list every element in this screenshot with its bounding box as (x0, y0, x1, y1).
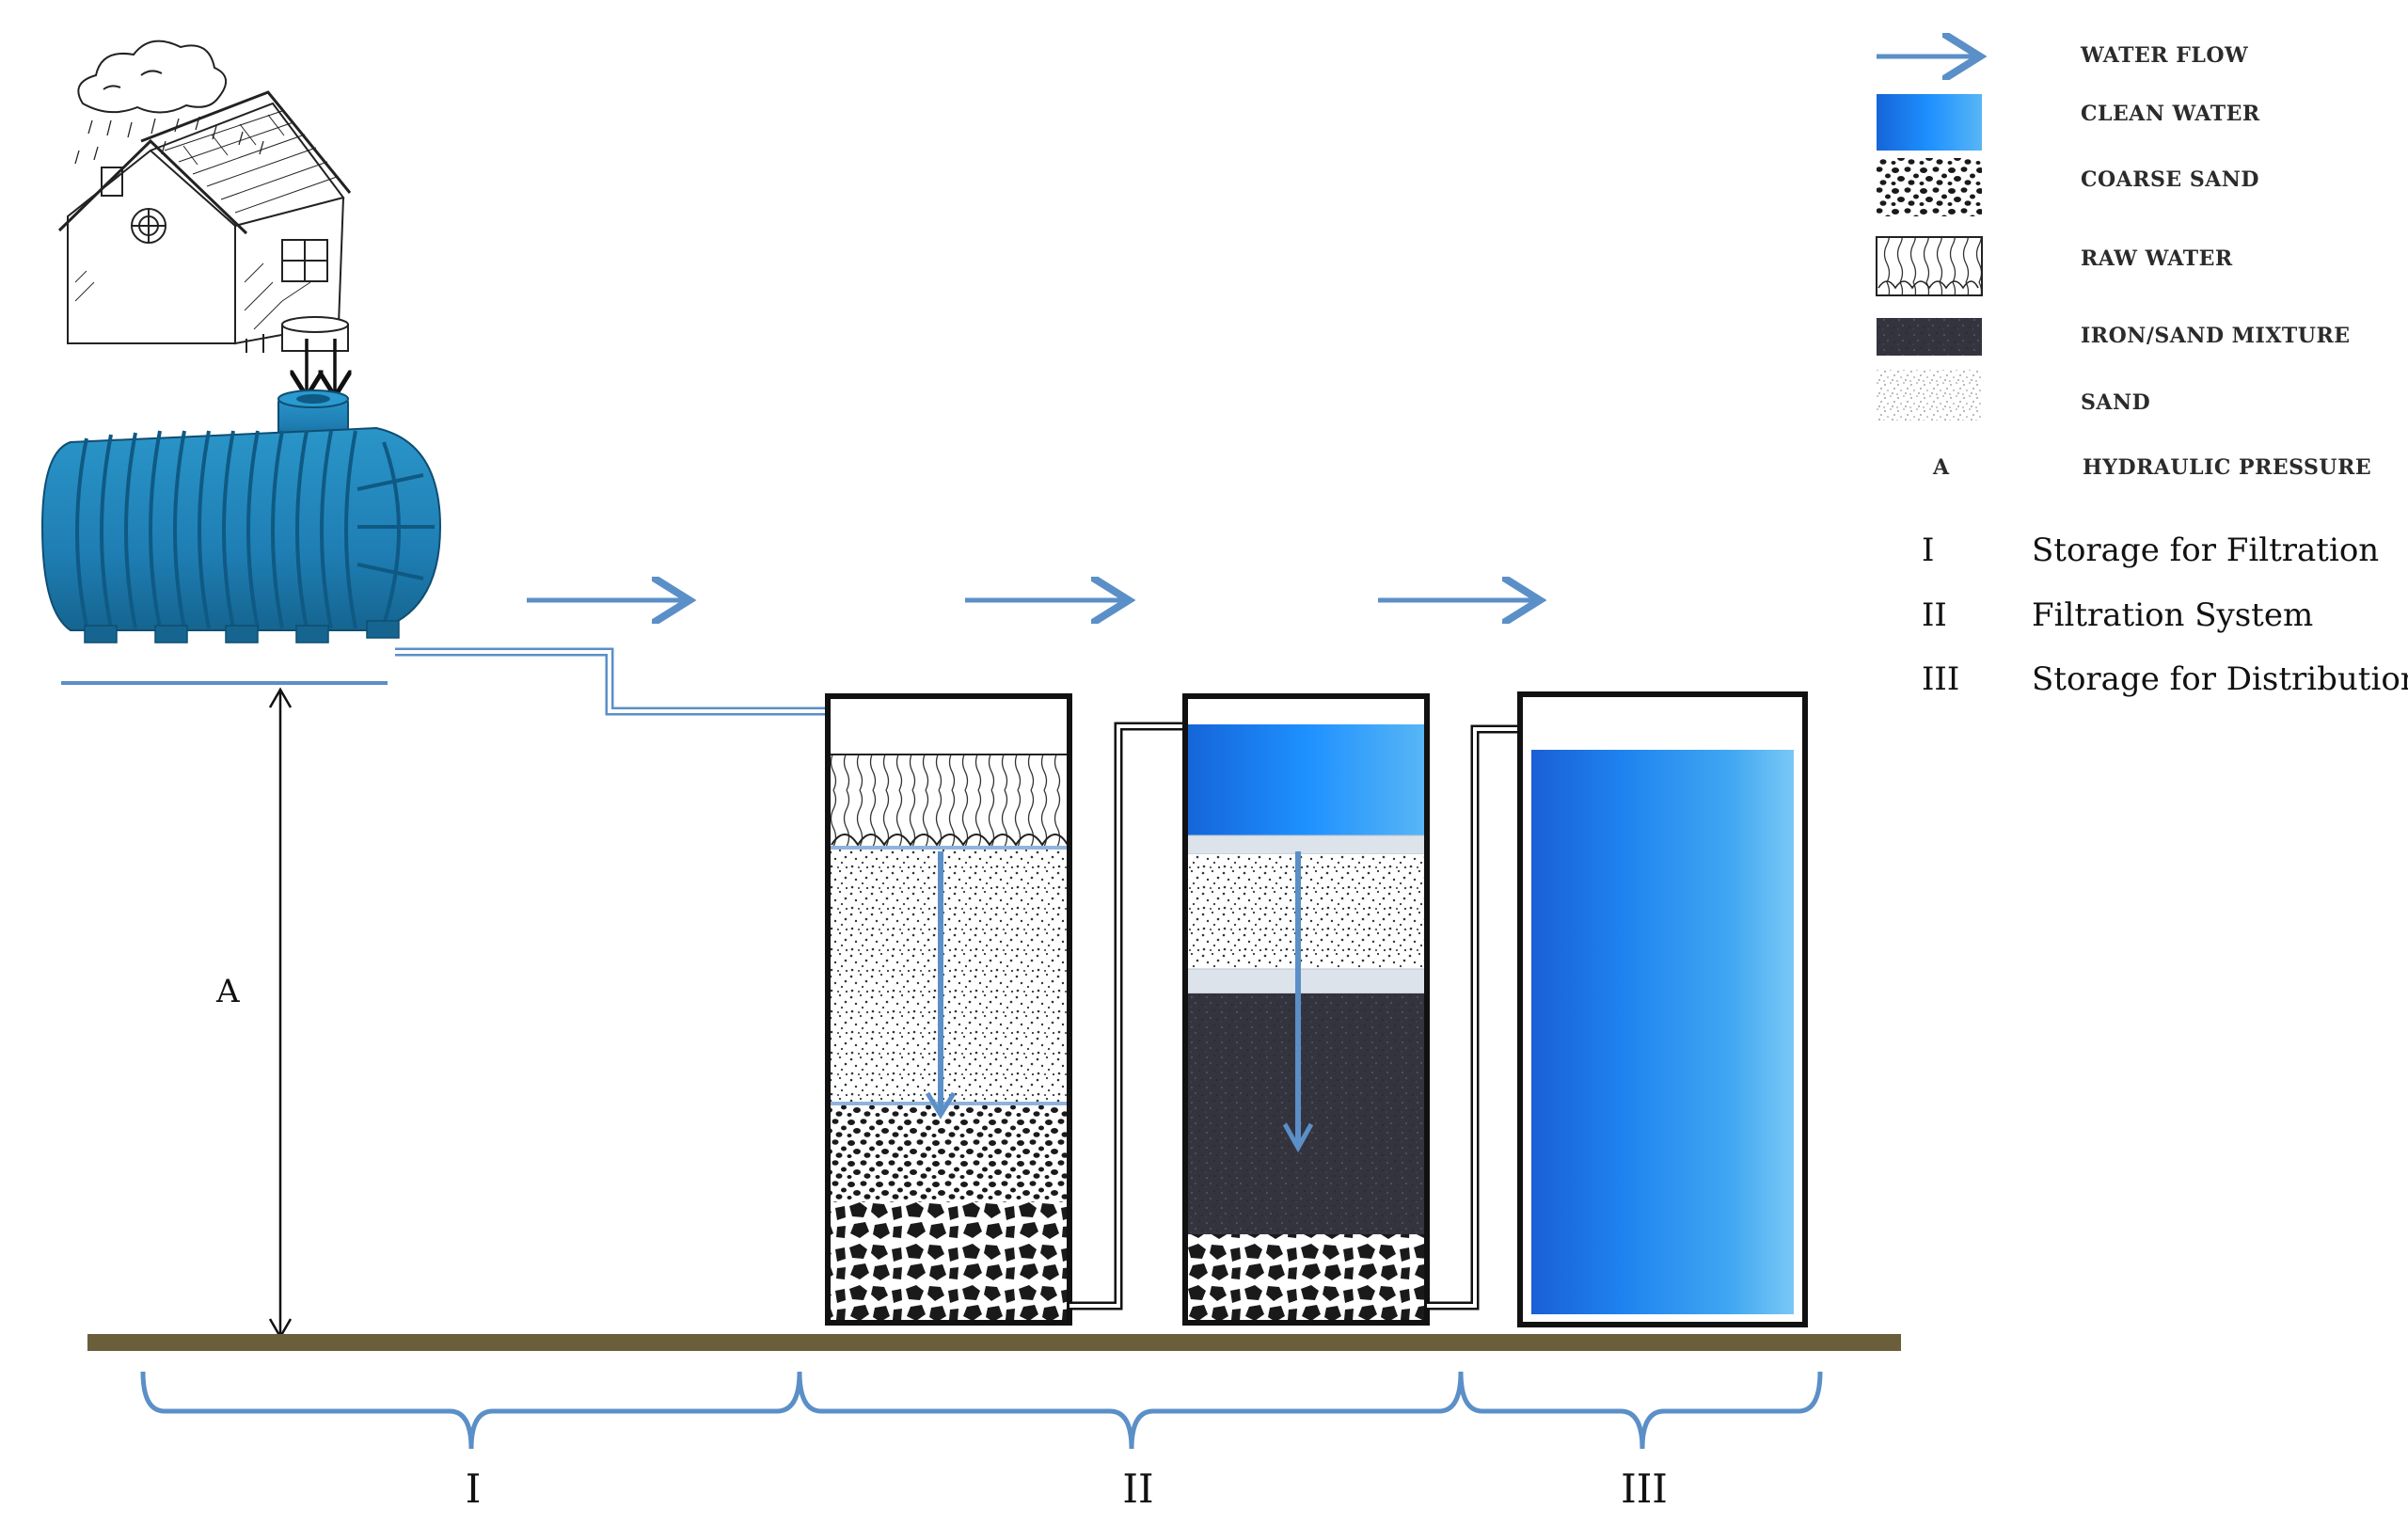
legend-clean-water-swatch (1877, 94, 1982, 151)
distribution-tank (1517, 691, 1808, 1327)
tank-outlet-pipe (395, 647, 830, 716)
section-key-numeral-2: II (1922, 596, 1947, 634)
filter-column-2 (1182, 693, 1430, 1326)
pressure-label: A (216, 973, 240, 1010)
connector-pipe-1 (1069, 722, 1183, 1311)
legend-symbol-a: A (1933, 455, 1950, 480)
storage-tank (40, 389, 442, 643)
section-label-2: II (1122, 1466, 1154, 1512)
section-label-1: I (465, 1466, 482, 1512)
legend-label-hydraulic-pressure: HYDRAULIC PRESSURE (2083, 455, 2372, 480)
legend-label-sand: SAND (2081, 390, 2151, 415)
legend-label-iron-sand: IRON/SAND MIXTURE (2081, 324, 2351, 348)
legend-swatches (1876, 56, 1983, 421)
section-key-text-3: Storage for Distribution (2032, 660, 2408, 698)
section-key-text-2: Filtration System (2032, 596, 2314, 634)
section-key-numeral-1: I (1922, 532, 1935, 569)
cloud-icon (77, 40, 227, 114)
brace-section-2 (797, 1371, 1464, 1450)
house-sketch (57, 40, 352, 353)
brace-section-3 (1458, 1371, 1823, 1450)
inflow-arrows (307, 339, 335, 393)
legend-raw-water-swatch (1876, 236, 1983, 296)
section-key-text-1: Storage for Filtration (2032, 532, 2380, 569)
ground (87, 1334, 1901, 1351)
hydraulic-pressure-arrow (268, 687, 293, 1340)
legend-label-water-flow: WATER FLOW (2081, 43, 2249, 68)
legend-label-coarse-sand: COARSE SAND (2081, 167, 2259, 192)
legend-label-clean-water: CLEAN WATER (2081, 102, 2260, 126)
section-braces (140, 1371, 1823, 1450)
section-label-3: III (1621, 1466, 1668, 1512)
legend-iron-sand-swatch (1877, 318, 1982, 356)
legend-label-raw-water: RAW WATER (2081, 246, 2233, 271)
filter-column-1 (825, 693, 1072, 1326)
legend-sand-swatch (1877, 370, 1982, 421)
section-key-numeral-3: III (1922, 660, 1960, 698)
brace-section-1 (140, 1371, 802, 1450)
legend-coarse-sand-swatch (1877, 158, 1982, 216)
